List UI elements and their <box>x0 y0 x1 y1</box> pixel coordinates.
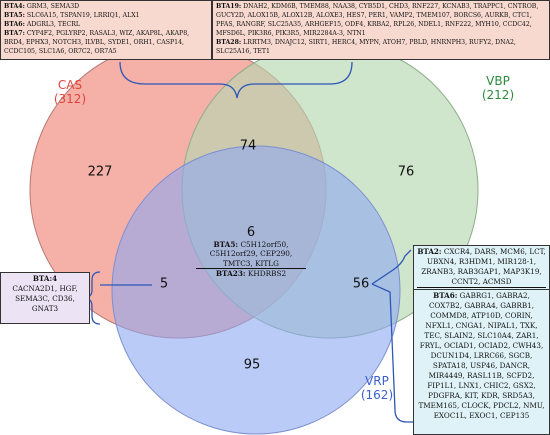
vrp-set-label: VRP (162) <box>361 374 393 402</box>
count-vbp-vrp: 56 <box>352 276 370 292</box>
cas-total: (312) <box>53 92 87 106</box>
vbp-total: (212) <box>481 88 515 102</box>
gene-line: BTA28: LRRTM3, DNAJC12, SIRT1, HERC4, MY… <box>216 39 516 55</box>
cas-name: CAS <box>57 78 83 92</box>
gene-line: BTA2: CXCR4, DARS, MCM6, LCT, UBXN4, R3H… <box>417 247 546 288</box>
gene-line: BTA19: DNAH2, KDM6B, TMEM88, NAA38, CYB5… <box>216 3 539 37</box>
gene-line: BTA4: GRM3, SEMA3D <box>4 3 80 10</box>
gene-line: BTA7: CYP4F2, PGLYRP2, RASAL3, WIZ, AKAP… <box>4 30 190 55</box>
gene-line: BTA6: ADGRL3, TECRL <box>4 21 81 28</box>
vrp-total: (162) <box>360 388 394 402</box>
gene-box-top-right: BTA19: DNAH2, KDM6B, TMEM88, NAA38, CYB5… <box>212 0 550 60</box>
count-cas-vbp: 74 <box>239 138 257 154</box>
gene-line: BTA5: SLC6A15, TSPAN19, LRRIQ1, ALX1 <box>4 12 140 19</box>
count-cas-only: 227 <box>87 164 113 180</box>
right-bottom-connector <box>371 283 413 423</box>
gene-box-left: BTA:4 CACNA2D1, HGF, SEMA3C, CD36, GNAT3 <box>0 272 90 324</box>
vbp-set-label: VBP (212) <box>482 74 514 102</box>
gene-box-top-left: BTA4: GRM3, SEMA3D BTA5: SLC6A15, TSPAN1… <box>0 0 212 60</box>
gene-line: BTA6: GABRG1, GABRA2, COX7B2, GABRA4, GA… <box>418 291 545 420</box>
top-bracket <box>119 61 353 99</box>
right-top-connector <box>371 249 412 285</box>
center-line-2: BTA23: KHDRBS2 <box>215 269 287 278</box>
center-intersection: 6 BTA5: C5H12orf50, C5H12orf29, CEP290, … <box>196 225 306 279</box>
count-cas-vrp: 5 <box>159 276 169 292</box>
gene-box-left-genes: CACNA2D1, HGF, SEMA3C, CD36, GNAT3 <box>12 284 78 313</box>
count-vbp-only: 76 <box>397 164 415 180</box>
vrp-circle <box>111 145 401 435</box>
gene-box-right-bottom: BTA6: GABRG1, GABRA2, COX7B2, GABRA4, GA… <box>413 289 550 435</box>
vbp-name: VBP <box>486 74 510 88</box>
center-line-1: BTA5: C5H12orf50, C5H12orf29, CEP290, TM… <box>196 240 306 269</box>
count-all: 6 <box>246 225 256 240</box>
gene-box-right-top: BTA2: CXCR4, DARS, MCM6, LCT, UBXN4, R3H… <box>413 245 550 290</box>
vrp-name: VRP <box>365 374 389 388</box>
gene-box-left-tag: BTA:4 <box>32 274 58 283</box>
cas-set-label: CAS (312) <box>54 78 86 106</box>
count-vrp-only: 95 <box>243 357 261 373</box>
